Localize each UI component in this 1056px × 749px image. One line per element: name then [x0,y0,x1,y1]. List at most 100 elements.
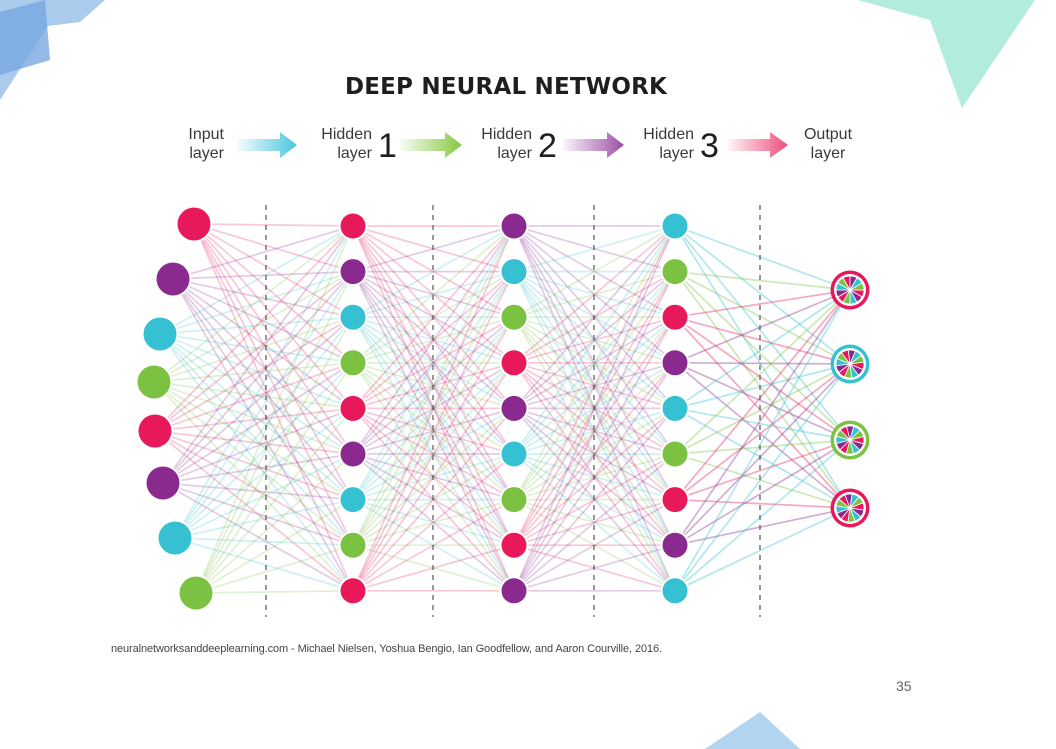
top-right-mint-shape [858,0,1035,108]
connection-line [172,278,354,501]
connection-line [195,225,354,594]
connection-line [674,439,851,501]
connection-line [193,223,354,501]
connection-line [352,225,515,318]
hidden-layer-3-label-line2: layer [659,145,694,162]
hidden1-node [340,532,366,558]
connection-line [153,381,354,455]
page-title: DEEP NEURAL NETWORK [344,74,668,100]
output-node [830,344,870,384]
connection-line [513,271,676,455]
connection-line [352,362,515,501]
connection-line [159,270,354,335]
input-node [177,207,211,241]
connection-line [159,333,354,592]
connection-line [674,289,851,455]
connection-line [153,270,354,383]
connection-line [352,362,515,501]
connection-line [674,316,851,509]
arrow-hidden3-to-output [728,132,788,158]
connection-line [195,316,354,594]
hidden2-node [501,304,527,330]
connection-line [674,289,851,319]
connection-line [159,333,354,501]
hidden-layer-1-number: 1 [378,127,397,165]
connection-line [193,223,354,318]
connection-line [513,225,676,501]
connection-line [195,362,354,594]
connection-line [153,361,354,383]
connection-line [172,278,354,546]
output-node-segment [848,282,865,291]
connection-line [154,430,354,592]
input-node [158,521,192,555]
connection-line [513,316,676,592]
input-node [137,365,171,399]
connection-line [154,270,354,432]
connection-line [352,225,515,364]
hidden3-node [662,487,688,513]
input-layer-label: Input layer [168,125,224,163]
connection-line [162,407,354,484]
hidden1-node [340,578,366,604]
edges-layer-0 [153,223,354,594]
connection-line [162,453,354,484]
connection-line [154,430,354,501]
connection-line [513,271,676,592]
connection-line [513,407,676,501]
connection-lines [153,223,851,594]
connection-line [352,225,515,318]
connection-line [174,537,354,592]
hidden-layer-2-label: Hidden layer [460,125,532,163]
connection-line [154,430,354,455]
output-node-segment [848,439,864,451]
connection-line [153,316,354,383]
connection-line [513,271,676,455]
connection-line [513,498,676,547]
connection-line [674,363,851,546]
connection-line [352,225,515,501]
connection-line [154,430,354,546]
connection-line [674,453,851,509]
connection-line [162,482,354,592]
hidden2-node [501,350,527,376]
hidden2-node [501,532,527,558]
connection-line [674,271,851,509]
connection-line [195,544,354,594]
hidden-layer-3-label-line1: Hidden [643,126,694,143]
connection-line [674,363,851,592]
connection-line [674,270,851,441]
hidden2-node [501,259,527,285]
output-node [830,488,870,528]
page-number: 35 [896,678,912,694]
connection-line [174,537,354,547]
connection-line [193,223,354,273]
connection-line [159,333,354,410]
hidden-layer-3-number: 3 [700,127,719,165]
connection-line [352,362,515,546]
connection-line [674,407,851,441]
hidden3-node [662,441,688,467]
arrow-hidden2-to-hidden3 [563,132,624,158]
hidden2-node [501,395,527,421]
connection-line [154,407,354,432]
connection-line [674,225,851,441]
connection-line [352,316,515,592]
connection-line [674,439,851,455]
connection-line [193,223,354,227]
connection-line [159,333,354,455]
output-layer-label-line1: Output [803,126,853,143]
connection-line [162,482,354,547]
connection-line [352,453,515,592]
connection-line [352,316,515,410]
hidden3-node [662,350,688,376]
connection-line [162,225,354,484]
connection-line [174,407,354,539]
connection-line [174,498,354,539]
connection-line [154,361,354,432]
connection-line [352,362,515,546]
connection-line [513,453,676,592]
connection-line [513,225,676,364]
